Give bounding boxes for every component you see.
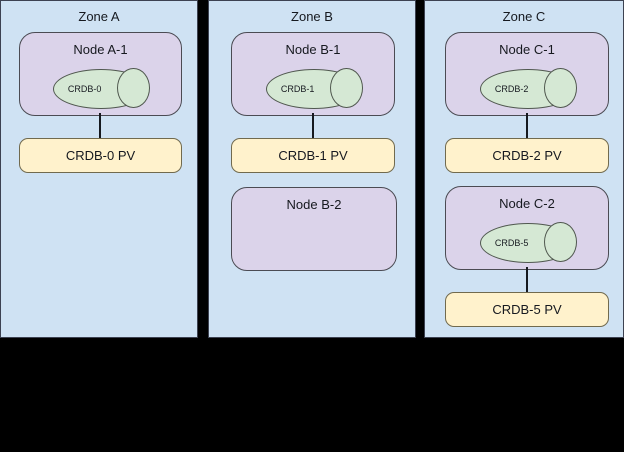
node-c-2: Node C-2 CRDB-5 — [445, 186, 609, 270]
pv-crdb-1-label: CRDB-1 PV — [278, 148, 348, 163]
cylinder-cap — [544, 222, 577, 262]
cylinder-cap — [544, 68, 577, 108]
database-crdb-1: CRDB-1 — [266, 68, 363, 109]
zone-a: Zone A Node A-1 CRDB-0 CRDB-0 PV — [0, 0, 198, 338]
cylinder-cap — [330, 68, 363, 108]
connector-node-c-2-to-crdb-5-pv — [526, 267, 528, 292]
connector-node-c-1-to-crdb-2-pv — [526, 113, 528, 138]
node-c-2-title: Node C-2 — [499, 196, 555, 211]
node-a-1: Node A-1 CRDB-0 — [19, 32, 182, 116]
database-crdb-2-label: CRDB-2 — [494, 84, 529, 94]
node-b-1: Node B-1 CRDB-1 — [231, 32, 395, 116]
node-c-1: Node C-1 CRDB-2 — [445, 32, 609, 116]
database-crdb-1-label: CRDB-1 — [280, 84, 315, 94]
database-crdb-2: CRDB-2 — [480, 68, 577, 109]
pv-crdb-2-label: CRDB-2 PV — [492, 148, 562, 163]
pv-crdb-0-label: CRDB-0 PV — [65, 148, 136, 163]
pv-crdb-5: CRDB-5 PV — [445, 292, 609, 327]
connector-node-b-1-to-crdb-1-pv — [312, 113, 314, 138]
pv-crdb-2: CRDB-2 PV — [445, 138, 609, 173]
zone-c: Zone C Node C-1 CRDB-2 CRDB-2 PV Node C-… — [424, 0, 624, 338]
zone-b: Zone B Node B-1 CRDB-1 CRDB-1 PV Node B-… — [208, 0, 416, 338]
database-crdb-5-label: CRDB-5 — [494, 238, 529, 248]
zone-a-title: Zone A — [78, 9, 120, 24]
node-c-1-title: Node C-1 — [499, 42, 555, 57]
pv-crdb-5-label: CRDB-5 PV — [492, 302, 562, 317]
database-crdb-0-label: CRDB-0 — [67, 84, 102, 94]
node-b-2-title: Node B-2 — [286, 197, 342, 212]
database-crdb-5: CRDB-5 — [480, 222, 577, 263]
node-b-2: Node B-2 — [231, 187, 397, 271]
node-a-1-title: Node A-1 — [73, 42, 128, 57]
connector-node-a-1-to-crdb-0-pv — [99, 113, 101, 138]
pv-crdb-1: CRDB-1 PV — [231, 138, 395, 173]
zone-c-title: Zone C — [502, 9, 546, 24]
pv-crdb-0: CRDB-0 PV — [19, 138, 182, 173]
cylinder-cap — [117, 68, 150, 108]
zone-b-title: Zone B — [291, 9, 333, 24]
node-b-1-title: Node B-1 — [285, 42, 341, 57]
database-crdb-0: CRDB-0 — [53, 68, 150, 109]
